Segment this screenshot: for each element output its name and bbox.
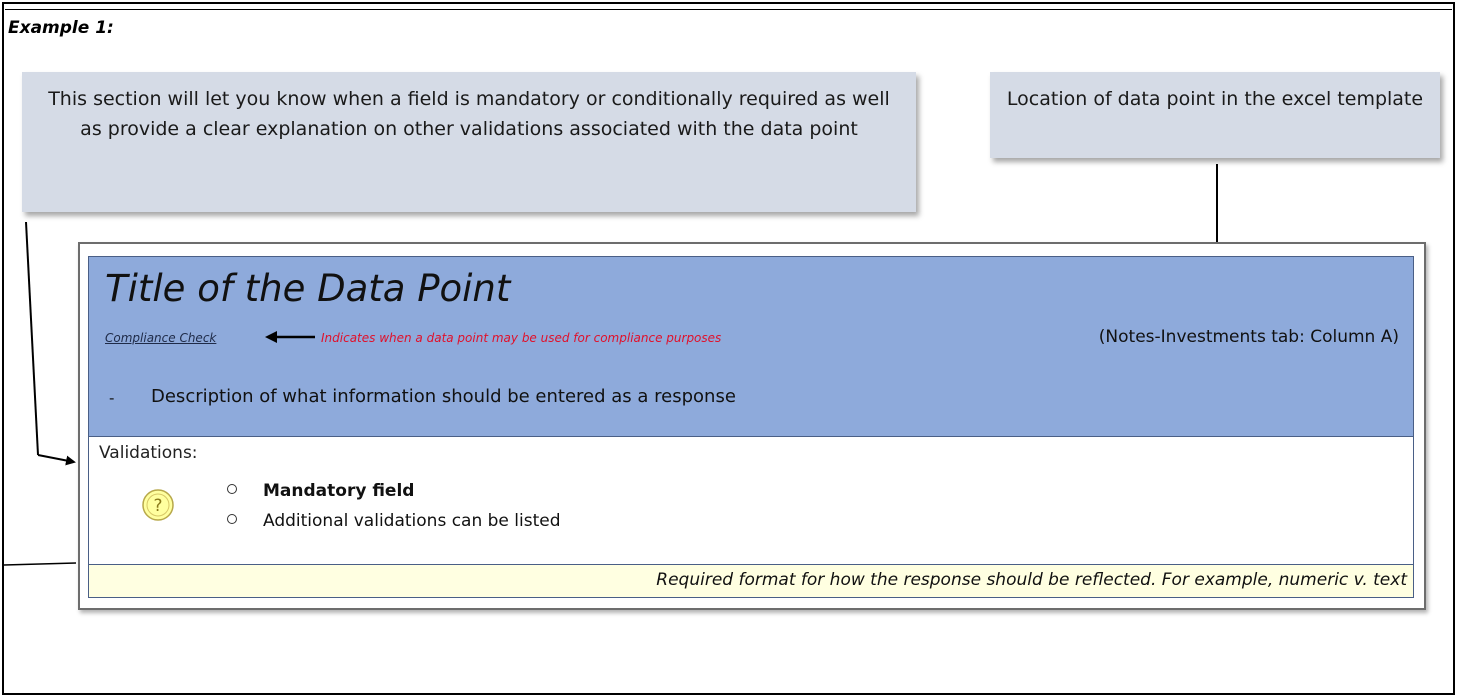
format-footer: Required format for how the response sho… [88,564,1414,598]
validation-item-label: Additional validations can be listed [263,511,561,531]
description-bullet: - [109,389,115,407]
bullet-circle-icon [227,484,237,494]
svg-text:?: ? [153,496,162,516]
data-point-header: Title of the Data Point Compliance Check… [88,256,1414,437]
frame-top-rule [5,9,1452,10]
description-text: Description of what information should b… [151,386,736,407]
example-label: Example 1: [8,18,114,38]
format-note: Required format for how the response sho… [656,570,1407,590]
data-point-card: Title of the Data Point Compliance Check… [78,242,1426,610]
validation-item-mandatory: Mandatory field [227,481,414,501]
data-point-title: Title of the Data Point [105,267,511,310]
bullet-circle-icon [227,514,237,524]
validations-heading: Validations: [99,443,198,463]
arrow-left-icon [265,331,315,343]
compliance-check-link[interactable]: Compliance Check [105,331,217,345]
validation-item-additional: Additional validations can be listed [227,511,561,531]
compliance-note: Indicates when a data point may be used … [321,331,722,345]
validation-item-label: Mandatory field [263,481,415,501]
location-callout: Location of data point in the excel temp… [990,72,1440,158]
location-reference: (Notes-Investments tab: Column A) [1098,327,1399,347]
validations-callout: This section will let you know when a fi… [22,72,916,212]
validations-section: Validations: ? Mandatory field Additiona… [88,437,1414,564]
question-mark-icon: ? [142,489,174,521]
